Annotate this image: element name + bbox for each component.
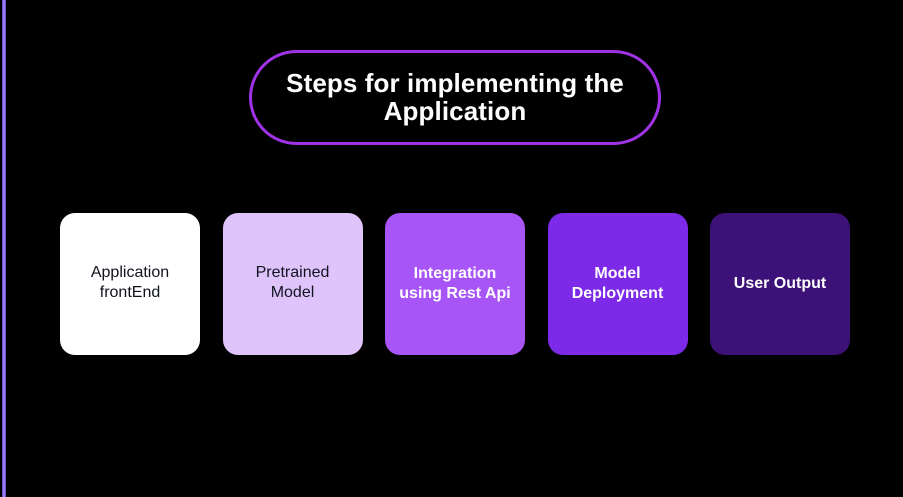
step-card-label: Application frontEnd (90, 264, 170, 301)
step-card-application-frontend[interactable]: Application frontEnd (60, 213, 200, 355)
step-card-label: Pretrained Model (255, 264, 330, 301)
slide-accent-bar (2, 0, 6, 497)
step-card-label: Model Deployment (571, 265, 664, 302)
steps-row: Application frontEnd Pretrained Model In… (60, 213, 850, 355)
step-card-integration-using-rest-api[interactable]: Integration using Rest Api (385, 213, 525, 355)
page-title: Steps for implementing the Application (286, 68, 624, 126)
step-card-label: User Output (733, 275, 827, 293)
step-card-user-output[interactable]: User Output (710, 213, 850, 355)
step-card-model-deployment[interactable]: Model Deployment (547, 213, 688, 355)
title-pill: Steps for implementing the Application (249, 50, 661, 145)
step-card-pretrained-model[interactable]: Pretrained Model (222, 213, 363, 355)
step-card-label: Integration using Rest Api (399, 265, 511, 302)
